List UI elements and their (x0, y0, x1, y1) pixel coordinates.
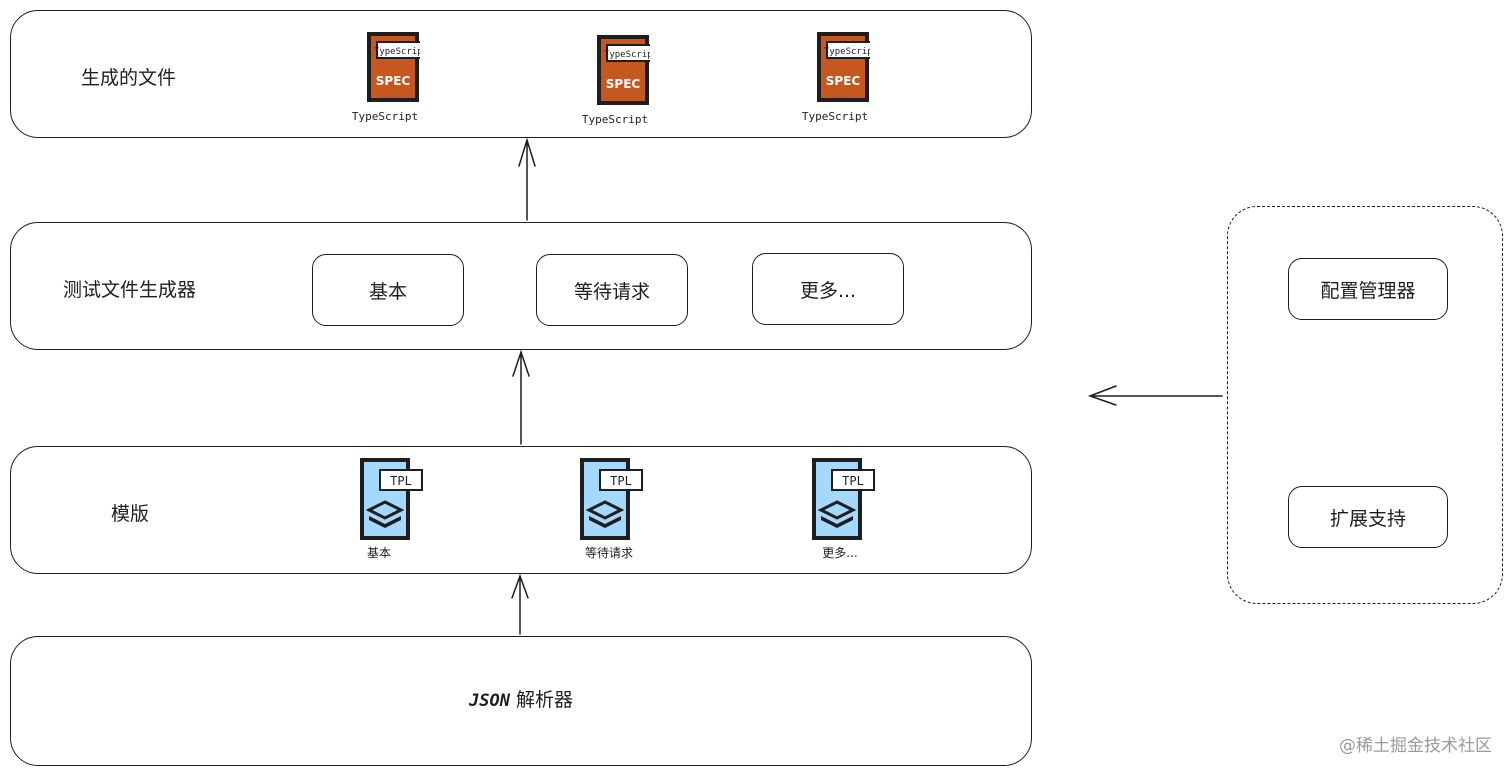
layers-icon (585, 500, 625, 528)
tpl-badge: TPL (610, 474, 632, 488)
json-prefix: JSON (468, 691, 510, 711)
tpl-file-2: TPL 等待请求 (560, 456, 650, 561)
spec-label: SPEC (376, 74, 411, 88)
parser-title: 解析器 (515, 689, 573, 711)
extension-support-box: 扩展支持 (1288, 486, 1448, 548)
tpl-file-caption: 等待请求 (584, 546, 633, 560)
tpl-badge: TPL (390, 474, 412, 488)
watermark: @稀土掘金技术社区 (1339, 736, 1492, 756)
spec-file-icon: TypeScript SPEC (367, 32, 420, 102)
spec-file-3: TypeScript SPEC TypeScript (790, 30, 880, 123)
arrow-parser-to-template (511, 573, 529, 635)
layers-icon (817, 500, 857, 528)
tpl-file-icon: TPL (580, 458, 643, 540)
generator-title: 测试文件生成器 (63, 279, 197, 301)
tpl-file-1: TPL 基本 (340, 456, 430, 561)
tpl-file-caption: 更多... (822, 546, 858, 560)
spec-file-icon: TypeScript SPEC (817, 32, 870, 102)
spec-badge: TypeScript (374, 47, 420, 57)
spec-file-caption: TypeScript (351, 110, 419, 123)
spec-label: SPEC (606, 77, 641, 91)
spec-badge: TypeScript (604, 50, 650, 60)
tpl-file-icon: TPL (360, 458, 423, 540)
json-parser-label: JSON 解析器 (10, 685, 1032, 712)
generator-item-basic: 基本 (312, 254, 464, 326)
spec-file-caption: TypeScript (801, 110, 869, 123)
spec-badge: TypeScript (824, 47, 870, 57)
spec-label: SPEC (826, 74, 861, 88)
generated-files-title: 生成的文件 (81, 67, 177, 89)
tpl-file-3: TPL 更多... (792, 456, 882, 561)
json-parser-layer (10, 636, 1032, 766)
spec-file-icon: TypeScript SPEC (597, 35, 650, 105)
spec-file-caption: TypeScript (581, 113, 649, 126)
generated-files-layer: 生成的文件 (10, 10, 1032, 138)
template-title: 模版 (111, 503, 150, 525)
generator-item-more: 更多... (752, 253, 904, 325)
generator-item-wait-request: 等待请求 (536, 254, 688, 326)
tpl-file-caption: 基本 (366, 546, 391, 560)
spec-file-1: TypeScript SPEC TypeScript (340, 30, 430, 123)
spec-file-2: TypeScript SPEC TypeScript (570, 33, 660, 126)
arrow-generator-to-files (518, 137, 536, 221)
layers-icon (365, 500, 405, 528)
tpl-badge: TPL (842, 474, 864, 488)
side-panel (1227, 206, 1503, 604)
config-manager-box: 配置管理器 (1288, 258, 1448, 320)
arrow-template-to-generator (512, 349, 530, 445)
tpl-file-icon: TPL (812, 458, 875, 540)
arrow-side-panel-to-stack (1087, 385, 1223, 406)
